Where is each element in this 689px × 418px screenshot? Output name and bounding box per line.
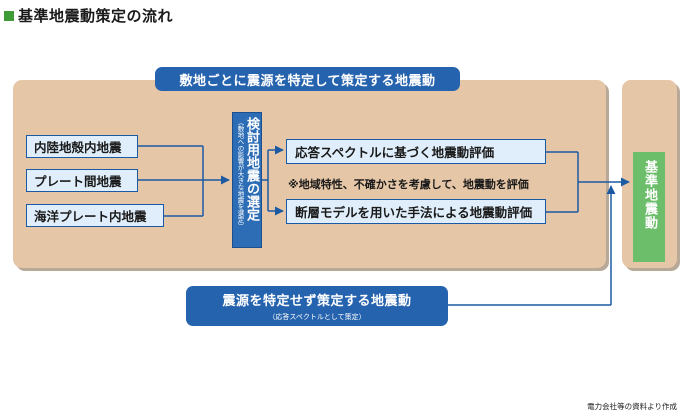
earthquake-type-box: 内陸地殻内地震 xyxy=(26,135,138,158)
evaluation-note: ※地域特性、不確かさを考慮して、地震動を評価 xyxy=(288,178,529,191)
selection-sub-label: （敷地への影響が大きな地震を選定） xyxy=(236,119,244,230)
title-marker-icon xyxy=(4,10,14,21)
selection-main-label: 検討用地震の選定 xyxy=(244,117,259,221)
unspecified-source-sub-label: （応答スペクトルとして策定） xyxy=(268,313,366,321)
unspecified-source-box: 震源を特定せず策定する地震動 （応答スペクトルとして策定） xyxy=(186,286,448,326)
fault-model-evaluation-box: 断層モデルを用いた手法による地震動評価 xyxy=(286,199,546,224)
earthquake-type-box: プレート間地震 xyxy=(26,169,138,192)
result-label: 基準地震動 xyxy=(642,160,657,230)
standard-ground-motion-box: 基準地震動 xyxy=(633,152,665,262)
earthquake-type-box: 海洋プレート内地震 xyxy=(26,204,164,227)
spectrum-evaluation-box: 応答スペクトルに基づく地震動評価 xyxy=(286,139,546,164)
earthquake-selection-box: 検討用地震の選定 （敷地への影響が大きな地震を選定） xyxy=(232,112,262,248)
unspecified-source-main-label: 震源を特定せず策定する地震動 xyxy=(222,294,412,309)
specified-source-banner: 敷地ごとに震源を特定して策定する地震動 xyxy=(155,67,460,91)
page-title: 基準地震動策定の流れ xyxy=(4,5,173,26)
source-note: 電力会社等の資料より作成 xyxy=(587,402,677,411)
title-text: 基準地震動策定の流れ xyxy=(18,7,174,25)
